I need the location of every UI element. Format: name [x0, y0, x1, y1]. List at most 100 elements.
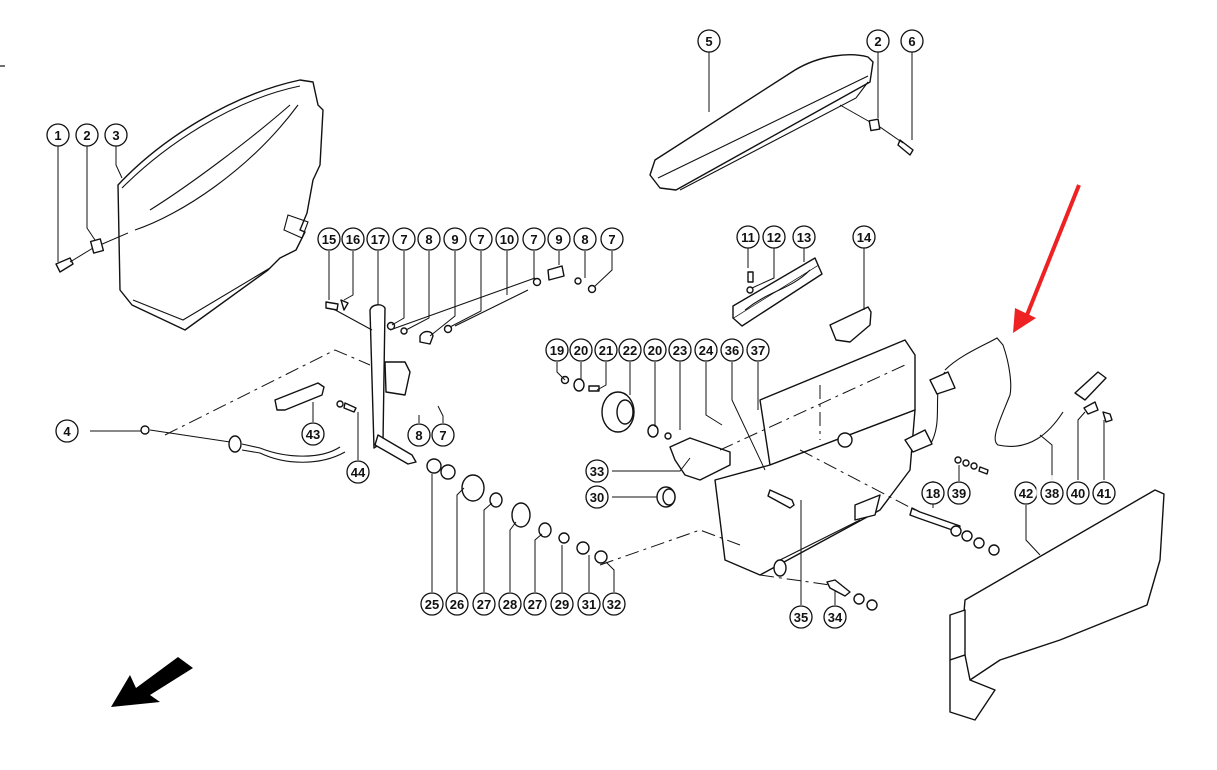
callout-label: 13: [797, 230, 811, 245]
screw-part-1: [55, 232, 129, 273]
callout-43: 43: [301, 422, 325, 446]
callout-1: 1: [46, 123, 70, 147]
bolt-part-35: [767, 489, 795, 509]
bolt-part-34: [826, 579, 878, 611]
callout-7: 7: [600, 227, 624, 251]
callout-30: 30: [585, 485, 609, 509]
callout-7: 7: [522, 227, 546, 251]
callout-label: 12: [767, 230, 781, 245]
callout-3: 3: [104, 123, 128, 147]
callout-38: 38: [1036, 475, 1070, 509]
callout-41: 41: [1092, 481, 1116, 505]
callout-15: 15: [317, 227, 341, 251]
callout-label: 19: [550, 343, 564, 358]
callout-14: 14: [852, 225, 876, 249]
callout-10: 10: [495, 227, 519, 251]
callout-8: 8: [417, 227, 441, 251]
callout-12: 12: [762, 225, 786, 249]
callout-label: 40: [1071, 486, 1085, 501]
callout-label: 18: [926, 486, 940, 501]
callout-5: 5: [697, 29, 721, 53]
callout-label: 43: [306, 427, 320, 442]
callout-35: 35: [789, 605, 813, 629]
callout-label: 20: [574, 343, 588, 358]
callout-25: 25: [420, 592, 444, 616]
callout-label: 8: [425, 232, 432, 247]
callout-16: 16: [341, 227, 365, 251]
seat-frame-part: [714, 339, 916, 577]
callout-label: 2: [83, 128, 90, 143]
side-cover-part-42: [949, 489, 1165, 721]
callout-label: 4: [63, 424, 71, 439]
callout-label: 27: [528, 597, 542, 612]
callout-7: 7: [392, 227, 416, 251]
callout-4: 4: [55, 419, 79, 443]
callout-label: 24: [699, 343, 714, 358]
callout-label: 35: [794, 610, 808, 625]
callout-label: 6: [908, 34, 915, 49]
callout-13: 13: [792, 225, 816, 249]
callout-label: 39: [952, 486, 966, 501]
callout-label: 7: [608, 232, 615, 247]
callout-8: 8: [573, 227, 597, 251]
callout-2: 2: [75, 123, 99, 147]
callout-33: 33: [585, 459, 609, 483]
arrow-pointer-icon: [1013, 184, 1081, 333]
callout-label: 17: [371, 232, 385, 247]
cable-part-4: [90, 425, 346, 463]
callout-31: 31: [577, 592, 601, 616]
callout-20: 20: [643, 338, 667, 362]
callout-34: 34: [823, 605, 847, 629]
callout-37: 37: [746, 338, 770, 362]
connector-part-40: [1074, 371, 1107, 415]
pulley-assembly: [560, 375, 672, 440]
callout-label: 42: [1019, 486, 1033, 501]
leader-lines: [57, 52, 1105, 605]
callout-label: 5: [705, 34, 712, 49]
callout-label: 1: [54, 128, 61, 143]
callout-23: 23: [668, 338, 692, 362]
bolt-part-18: [909, 507, 1000, 556]
linkage-rod-part-10: [386, 265, 597, 345]
callout-6: 6: [900, 29, 924, 53]
callout-label: 7: [477, 232, 484, 247]
handle-part-14: [829, 306, 872, 343]
callout-32: 32: [602, 592, 626, 616]
bushing-part-30: [656, 486, 676, 508]
callout-label: 3: [112, 128, 119, 143]
callout-label: 36: [725, 343, 739, 358]
callout-label: 10: [500, 232, 514, 247]
callout-40: 40: [1066, 481, 1090, 505]
callout-24: 24: [694, 338, 718, 362]
callout-label: 38: [1045, 486, 1059, 501]
clip-part-2: [89, 238, 105, 254]
callout-label: 7: [400, 232, 407, 247]
callout-label: 29: [555, 597, 569, 612]
callout-27: 27: [523, 592, 547, 616]
armrest-part: [649, 54, 914, 191]
callout-17: 17: [366, 227, 390, 251]
callout-label: 9: [555, 232, 562, 247]
side-panel-part: [117, 79, 324, 331]
callout-label: 7: [530, 232, 537, 247]
callout-36: 36: [720, 338, 744, 362]
callout-label: 27: [477, 597, 491, 612]
callout-label: 2: [874, 34, 881, 49]
arrow-down-left-icon: [111, 657, 193, 707]
callout-label: 26: [450, 597, 464, 612]
callout-18: 18: [921, 481, 945, 505]
callout-22: 22: [618, 338, 642, 362]
callout-19: 19: [545, 338, 569, 362]
callout-label: 37: [751, 343, 765, 358]
callout-label: 7: [439, 428, 446, 443]
bracket-part-43: [274, 382, 357, 413]
callout-label: 32: [607, 597, 621, 612]
callout-label: 8: [581, 232, 588, 247]
callout-label: 22: [623, 343, 637, 358]
callout-7: 7: [431, 423, 455, 447]
callout-label: 9: [451, 232, 458, 247]
wire-harness-part-38: [904, 337, 1064, 475]
callout-label: 33: [590, 464, 604, 479]
